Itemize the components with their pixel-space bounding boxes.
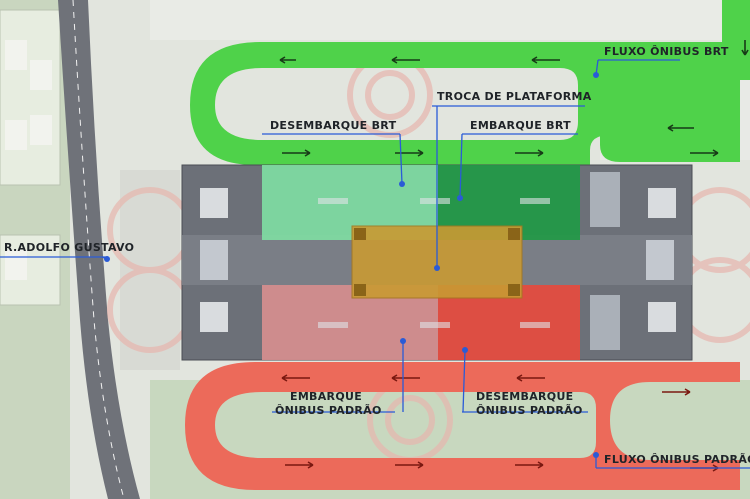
label-embarque-brt: EMBARQUE BRT: [470, 119, 571, 132]
label-fluxo-padrao: FLUXO ÔNIBUS PADRÃO: [604, 453, 750, 466]
skylight-1: [200, 188, 228, 218]
restroom-top: [590, 172, 620, 227]
standard-bus-loop: [185, 362, 740, 490]
road-adolfo-gustavo: [58, 0, 140, 499]
stair-left: [200, 240, 228, 280]
label-rua: R.ADOLFO GUSTAVO: [4, 241, 134, 254]
label-fluxo-brt: FLUXO ÔNIBUS BRT: [604, 45, 729, 58]
skylight-2: [200, 302, 228, 332]
parking-top: [150, 0, 750, 40]
stair-right: [646, 240, 674, 280]
label-troca-plataforma: TROCA DE PLATAFORMA: [437, 90, 592, 103]
house-1: [5, 40, 27, 70]
brt-flow-arrows: [279, 40, 749, 157]
brt-loop-exit: [600, 125, 740, 162]
label-embarque-padrao-1: EMBARQUE: [290, 390, 362, 403]
house-2: [30, 60, 52, 90]
label-desembarque-padrao-2: ÔNIBUS PADRÃO: [476, 404, 583, 417]
leader-dots: [104, 72, 599, 458]
skylight-4: [648, 302, 676, 332]
house-5: [5, 250, 27, 280]
label-desembarque-brt: DESEMBARQUE BRT: [270, 119, 397, 132]
road-centerline: [72, 0, 125, 499]
canopy-marks: [318, 198, 550, 328]
restroom-bottom: [590, 295, 620, 350]
skylight-3: [648, 188, 676, 218]
leader-lines: [0, 59, 750, 469]
label-embarque-padrao-2: ÔNIBUS PADRÃO: [275, 404, 382, 417]
lot-top: [0, 9, 61, 186]
troca-corners: [354, 228, 520, 296]
house-3: [5, 120, 27, 150]
house-4: [30, 115, 52, 145]
padrao-flow-arrows: [281, 374, 719, 472]
label-desembarque-padrao-1: DESEMBARQUE: [476, 390, 574, 403]
